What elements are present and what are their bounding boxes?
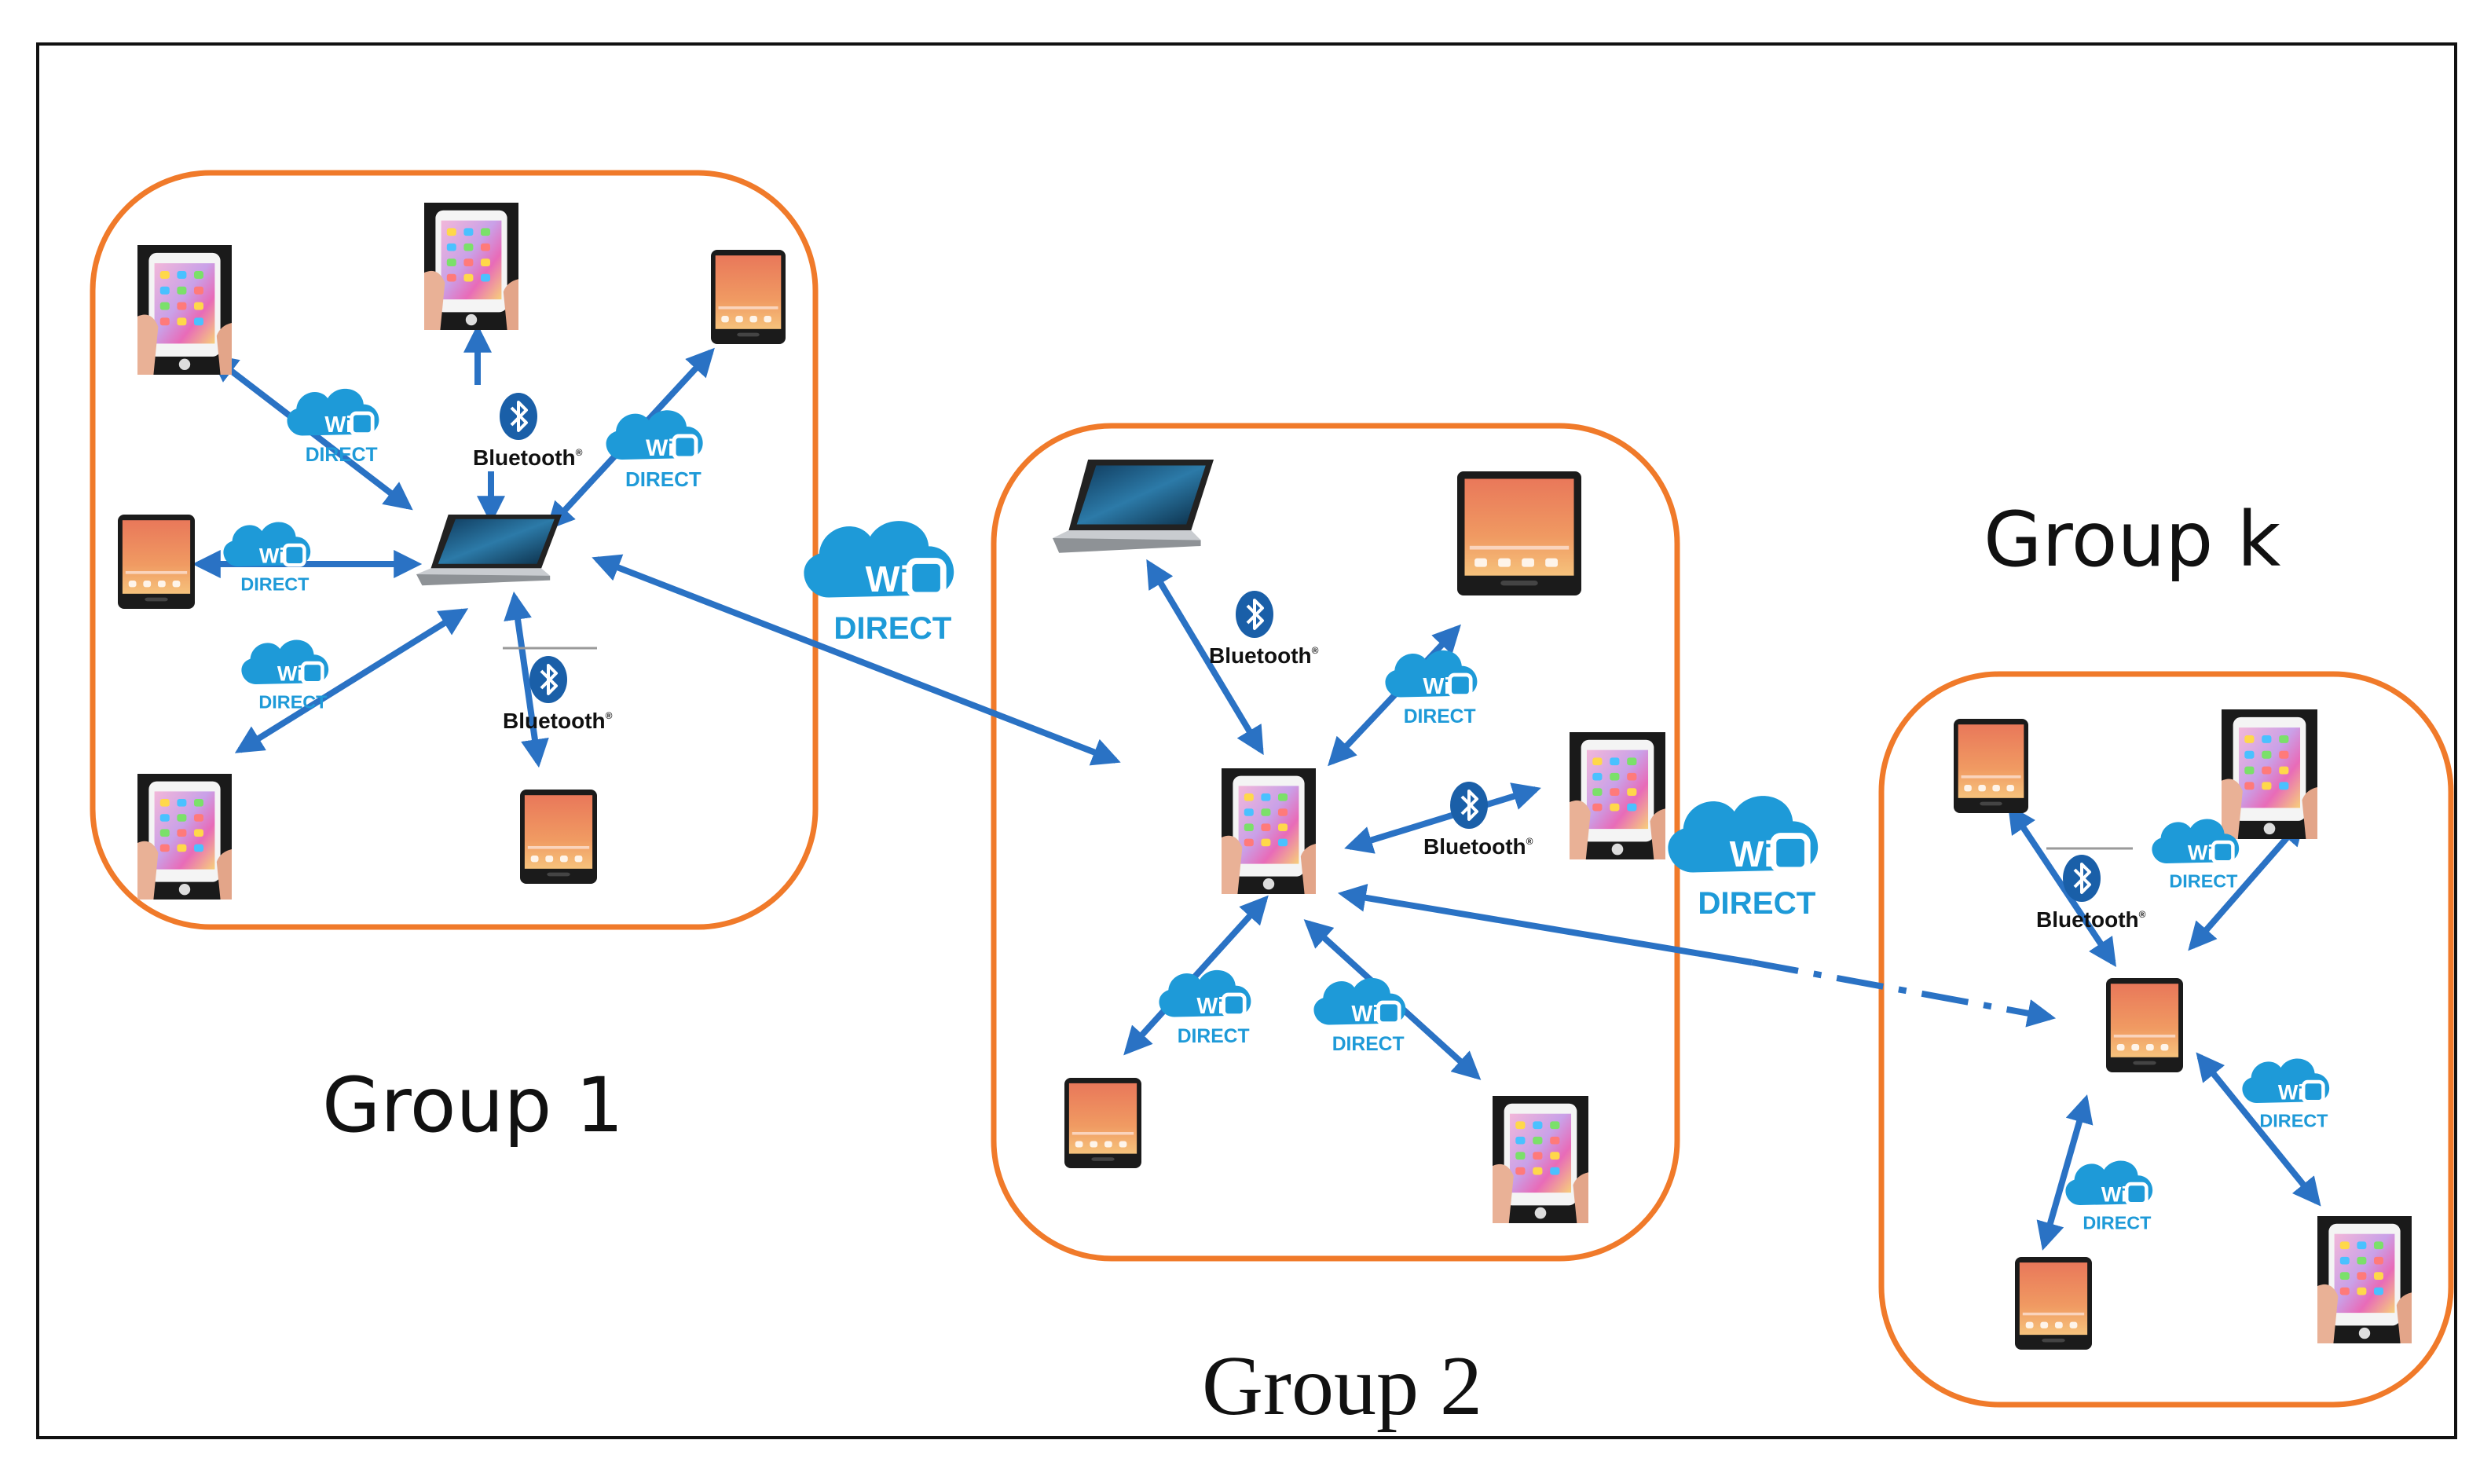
bluetooth-icon: Bluetooth® <box>1209 591 1319 668</box>
smartphone-icon <box>137 245 232 375</box>
tablet-icon <box>1457 471 1581 595</box>
bluetooth-icon: Bluetooth® <box>473 393 583 470</box>
wifi-direct-label: DIRECT <box>2259 1111 2328 1131</box>
tablet-icon <box>520 790 597 884</box>
link-g1-laptop-tablet-bottom <box>504 591 549 768</box>
devices <box>118 203 2412 1350</box>
smartphone-icon <box>1493 1096 1588 1223</box>
tablet-icon <box>711 250 786 344</box>
smartphone-icon <box>1570 732 1665 859</box>
smartphone-icon <box>2222 709 2317 839</box>
link-g2-gk-dashed <box>1751 959 2057 1028</box>
bluetooth-icon: Bluetooth® <box>2036 855 2146 932</box>
wifi-logo-text: Wi <box>1423 674 1450 699</box>
link-g1-g2 <box>592 554 1121 766</box>
wifi-logo-text: Wi <box>866 559 910 599</box>
wifi-direct-label: DIRECT <box>240 574 310 595</box>
wifi-logo-text: Wi <box>2188 841 2214 865</box>
group-2-label: Group 2 <box>1202 1339 1482 1433</box>
smartphone-icon <box>137 774 232 900</box>
wifi-logo-text: Wi <box>324 412 352 438</box>
group-k-label: Group k <box>1984 496 2281 584</box>
wifi-direct-label: DIRECT <box>833 610 951 646</box>
bluetooth-mark: ® <box>606 710 613 721</box>
wifi-direct-label: DIRECT <box>1404 706 1476 727</box>
bluetooth-label: Bluetooth® <box>503 709 613 733</box>
link-g2-gk-solid <box>1337 883 1753 966</box>
link-g2-hub-laptop <box>1146 559 1264 756</box>
bluetooth-mark: ® <box>1312 645 1319 656</box>
bluetooth-icon: Bluetooth® <box>503 656 613 733</box>
tablet-icon <box>2106 978 2183 1072</box>
link-gk-hub-tablet-tl <box>2008 804 2116 967</box>
link-gk-hub-tablet-bl <box>2036 1094 2094 1251</box>
wifi-direct-label: DIRECT <box>1178 1026 1250 1047</box>
group-1-box <box>90 170 819 930</box>
wifi-direct-label: DIRECT <box>2169 871 2238 892</box>
bluetooth-label: Bluetooth® <box>473 445 583 470</box>
bluetooth-icon: Bluetooth® <box>1423 782 1533 859</box>
group-1-label: Group 1 <box>322 1061 624 1149</box>
link-gk-hub-phone-br <box>2196 1052 2321 1207</box>
wifi-logo-text: Wi <box>1351 1002 1379 1027</box>
wifi-direct-label: DIRECT <box>258 692 328 713</box>
wifi-direct-label: DIRECT <box>625 467 702 491</box>
group-k-box <box>1878 671 2454 1408</box>
bluetooth-badges: Bluetooth® Bluetooth® Bluetooth® Bluetooth®… <box>473 393 2146 932</box>
smartphone-icon <box>1222 768 1317 894</box>
link-g2-hub-tablet-bl <box>1123 895 1269 1056</box>
wifi-direct-label: DIRECT <box>2083 1213 2152 1233</box>
laptop-icon <box>416 515 562 586</box>
smartphone-icon <box>2317 1216 2412 1343</box>
wifi-direct-label: DIRECT <box>1332 1034 1405 1055</box>
links <box>192 324 2321 1251</box>
laptop-icon <box>1053 460 1214 553</box>
wifi-direct-label: DIRECT <box>306 445 378 466</box>
wifi-direct-label: DIRECT <box>1698 885 1815 921</box>
outer-frame <box>36 42 2457 1439</box>
link-g2-hub-phone-right <box>1344 782 1541 854</box>
wifi-logo-text: Wi <box>2278 1081 2304 1105</box>
tablet-icon <box>1954 719 2028 813</box>
tablet-icon <box>118 515 195 609</box>
wifi-logo-text: Wi <box>2101 1183 2127 1207</box>
tablet-icon <box>2015 1257 2092 1350</box>
link-g1-laptop-phone-bl <box>234 608 469 753</box>
bluetooth-mark: ® <box>576 447 583 458</box>
wifi-logo-text: Wi <box>646 435 674 461</box>
tablet-icon <box>1064 1078 1141 1168</box>
wifi-logo-text: Wi <box>277 662 303 686</box>
bluetooth-mark: ® <box>2139 909 2146 920</box>
bluetooth-label: Bluetooth® <box>1209 643 1319 668</box>
bluetooth-label: Bluetooth® <box>2036 907 2146 932</box>
bluetooth-label: Bluetooth® <box>1423 834 1533 859</box>
link-gk-hub-phone-tr <box>2188 816 2306 951</box>
wifi-logo-text: Wi <box>1730 834 1774 874</box>
wifi-logo-text: Wi <box>1196 994 1224 1019</box>
smartphone-icon <box>424 203 518 331</box>
wifi-logo-text: Wi <box>259 544 285 568</box>
bluetooth-mark: ® <box>1526 836 1533 847</box>
